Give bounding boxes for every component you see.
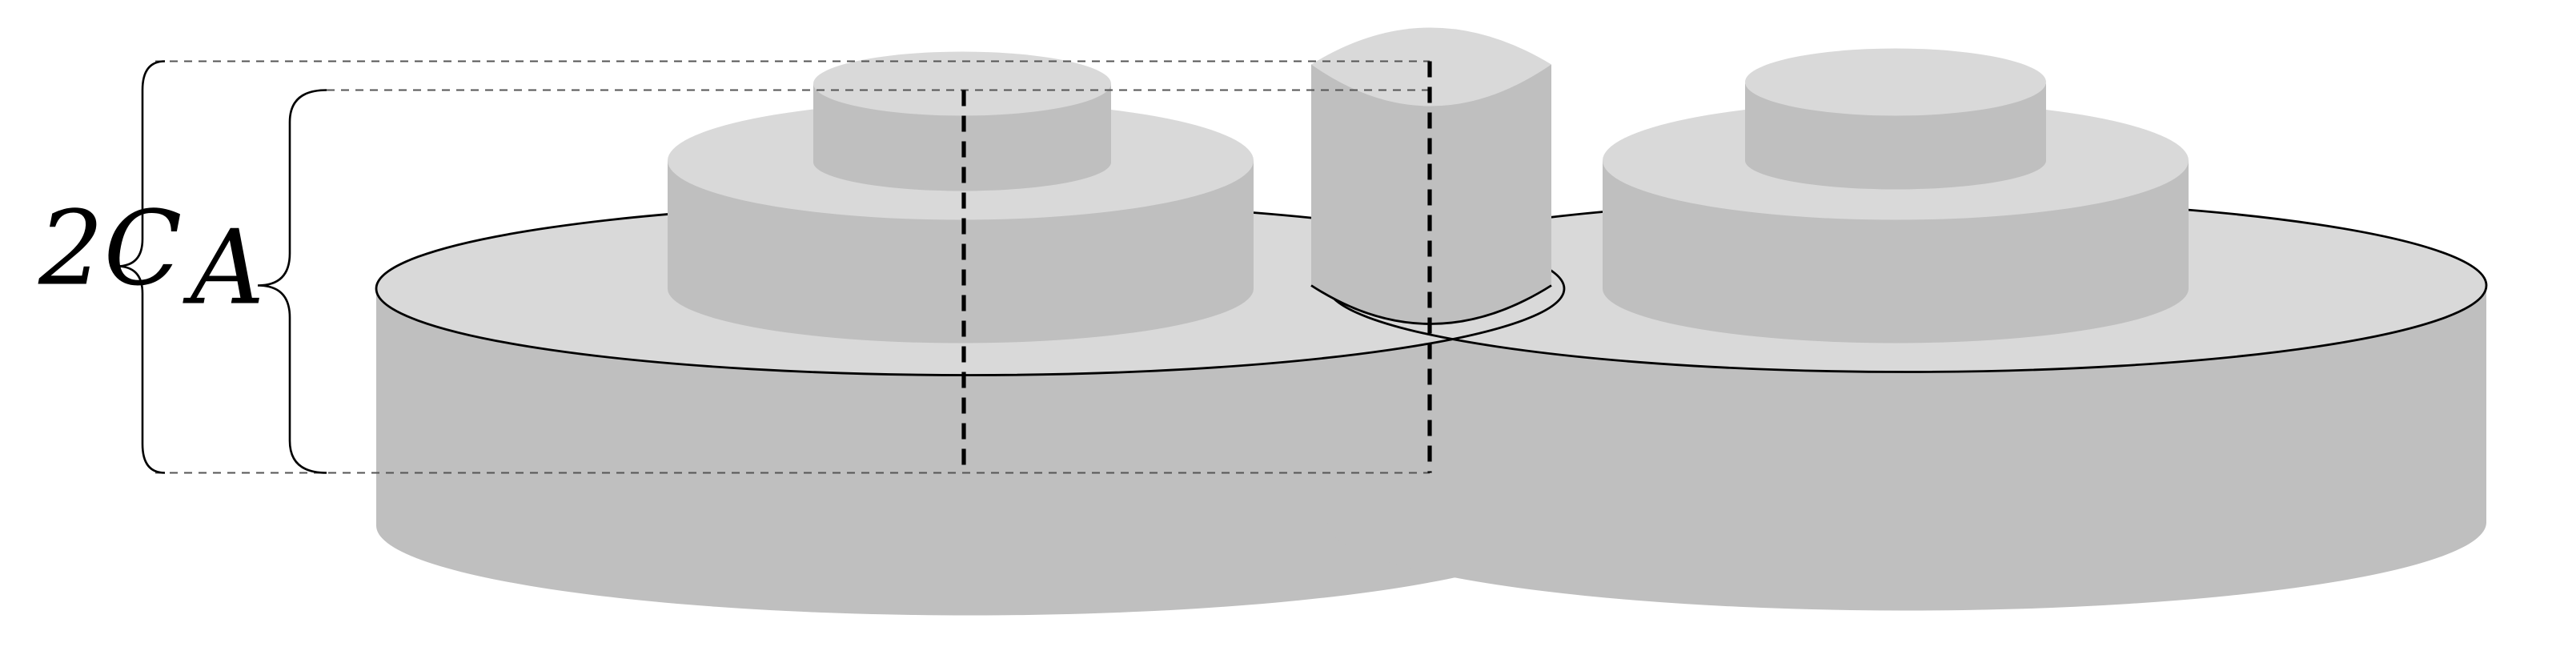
outer-dimension-label: 2C <box>38 190 182 309</box>
dimension-guides <box>155 60 1430 474</box>
base-disc-sides <box>376 288 2486 616</box>
left-base-disc-side <box>376 288 1564 616</box>
right-hub-upper-top <box>1745 48 2046 116</box>
inner-brace <box>257 89 327 474</box>
axis-lines <box>961 61 1432 473</box>
outer-brace <box>116 60 166 474</box>
inner-dimension-label: A <box>183 209 264 328</box>
right-base-disc-side <box>1327 288 2486 611</box>
dimension-braces <box>116 60 327 474</box>
left-hub <box>668 51 1254 344</box>
right-hub <box>1603 48 2189 344</box>
left-hub-upper-top <box>813 51 1111 116</box>
